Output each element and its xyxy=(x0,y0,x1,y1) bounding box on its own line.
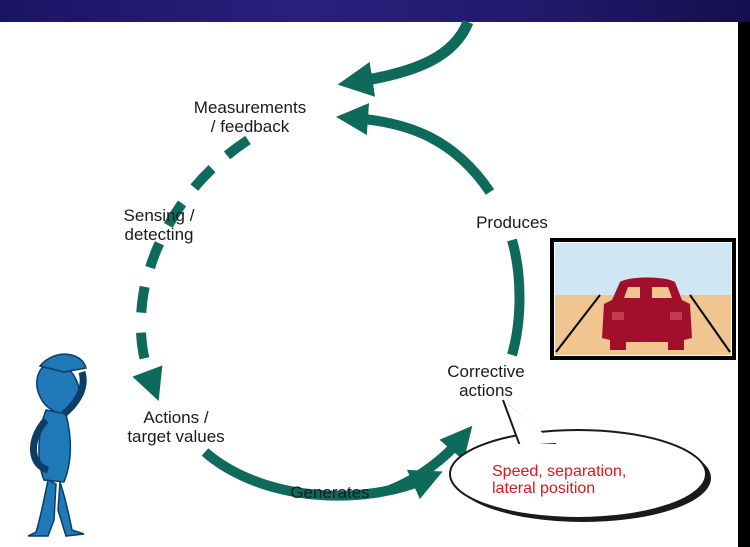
measurements-label: Measurements xyxy=(193,98,307,117)
incoming-arrow xyxy=(337,19,474,97)
sensing-label: Sensing / xyxy=(123,206,195,225)
produces-arrow xyxy=(336,103,495,195)
thinking-person-icon xyxy=(27,353,87,537)
callout-line-2: lateral position xyxy=(492,480,596,497)
sensing-arrowhead xyxy=(132,365,163,401)
corrective-actions-label: actions xyxy=(459,381,513,400)
car-road-scene-icon xyxy=(550,238,736,360)
node-sensing: Sensing / detecting xyxy=(104,206,214,244)
node-measurements: Measurements / feedback xyxy=(190,98,310,136)
corrective-label: Corrective xyxy=(447,362,525,381)
generates-arrow-tail xyxy=(388,425,473,495)
callout-line-1: Speed, separation, xyxy=(492,463,627,480)
edge-label-produces: Produces xyxy=(476,213,548,232)
node-actions: Actions / target values xyxy=(113,408,239,446)
detecting-label: detecting xyxy=(124,225,194,244)
actions-label: Actions / xyxy=(143,408,209,427)
sensing-arc-dashed xyxy=(135,135,251,380)
node-corrective: Corrective actions xyxy=(436,362,536,400)
feedback-label: / feedback xyxy=(210,117,290,136)
edge-label-generates: Generates xyxy=(290,483,370,502)
title-band xyxy=(0,0,750,22)
produces-arc-lower xyxy=(507,238,525,357)
callout-text: Speed, separation, lateral position xyxy=(492,463,662,497)
target-values-label: target values xyxy=(127,427,225,446)
callout-bubble xyxy=(449,399,711,522)
